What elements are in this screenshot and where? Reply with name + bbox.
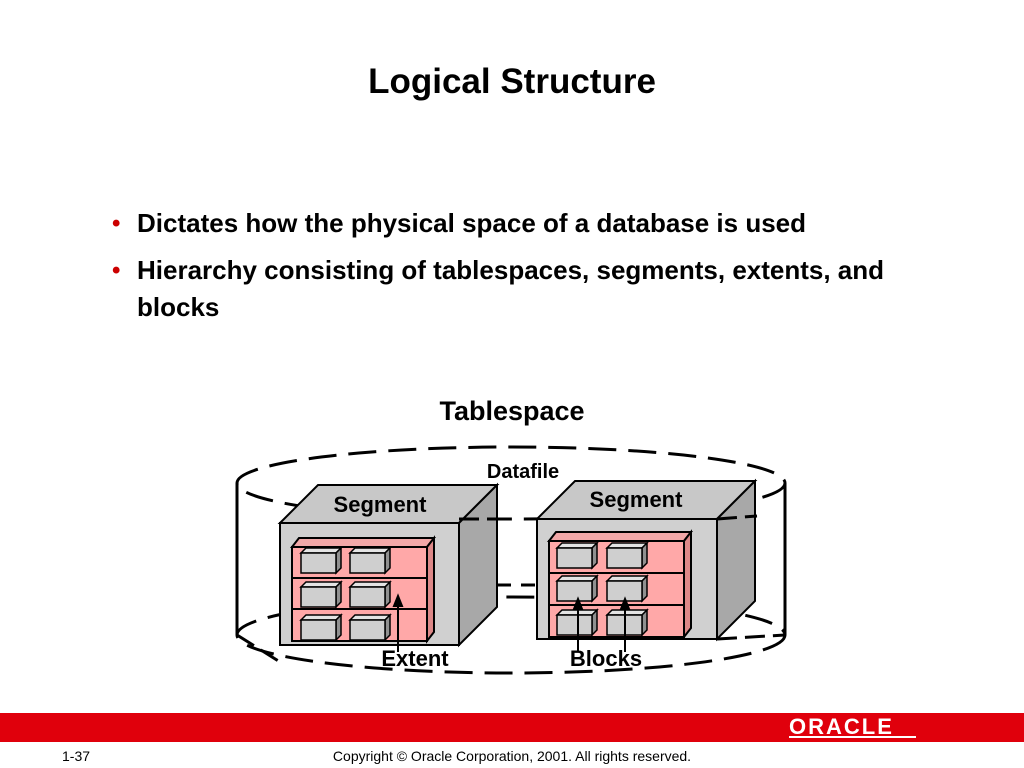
arrows [392,593,631,652]
block-icon [299,613,343,642]
bullet-text: Dictates how the physical space of a dat… [137,208,807,238]
datafile-label: Datafile [487,461,559,483]
block-icon [555,608,599,637]
block-icon [348,546,392,575]
block-icon [605,541,649,570]
segment-left-label: Segment [334,492,428,517]
block-arrowhead-icon [619,596,631,610]
block-icon [299,580,343,609]
segment-right-label: Segment [590,487,684,512]
bullet-list: • Dictates how the physical space of a d… [112,205,892,336]
block-icon [555,541,599,570]
block-icon [348,580,392,609]
oracle-logo: ORACLE [789,714,894,739]
bullet-text: Hierarchy consisting of tablespaces, seg… [137,255,885,322]
cylinder-front-dashes [236,514,786,664]
block-icon [555,574,599,603]
bullet-icon: • [112,257,121,284]
block-icon [299,546,343,575]
extent-arrowhead-icon [392,593,404,607]
block-icon [605,574,649,603]
slide-title: Logical Structure [368,62,656,101]
block-icon [605,608,649,637]
page-number: 1-37 [62,748,91,764]
copyright-text: Copyright © Oracle Corporation, 2001. Al… [332,748,692,764]
block-group [299,541,649,642]
tablespace-label: Tablespace [439,396,584,426]
blocks-label: Blocks [570,646,642,671]
bullet-icon: • [112,210,121,237]
block-arrowhead-icon [572,596,584,610]
extent-label: Extent [381,646,449,671]
block-icon [348,613,392,642]
bullet-item: • Dictates how the physical space of a d… [112,205,892,242]
bullet-item: • Hierarchy consisting of tablespaces, s… [112,252,892,326]
oracle-logo-underline [789,736,916,738]
